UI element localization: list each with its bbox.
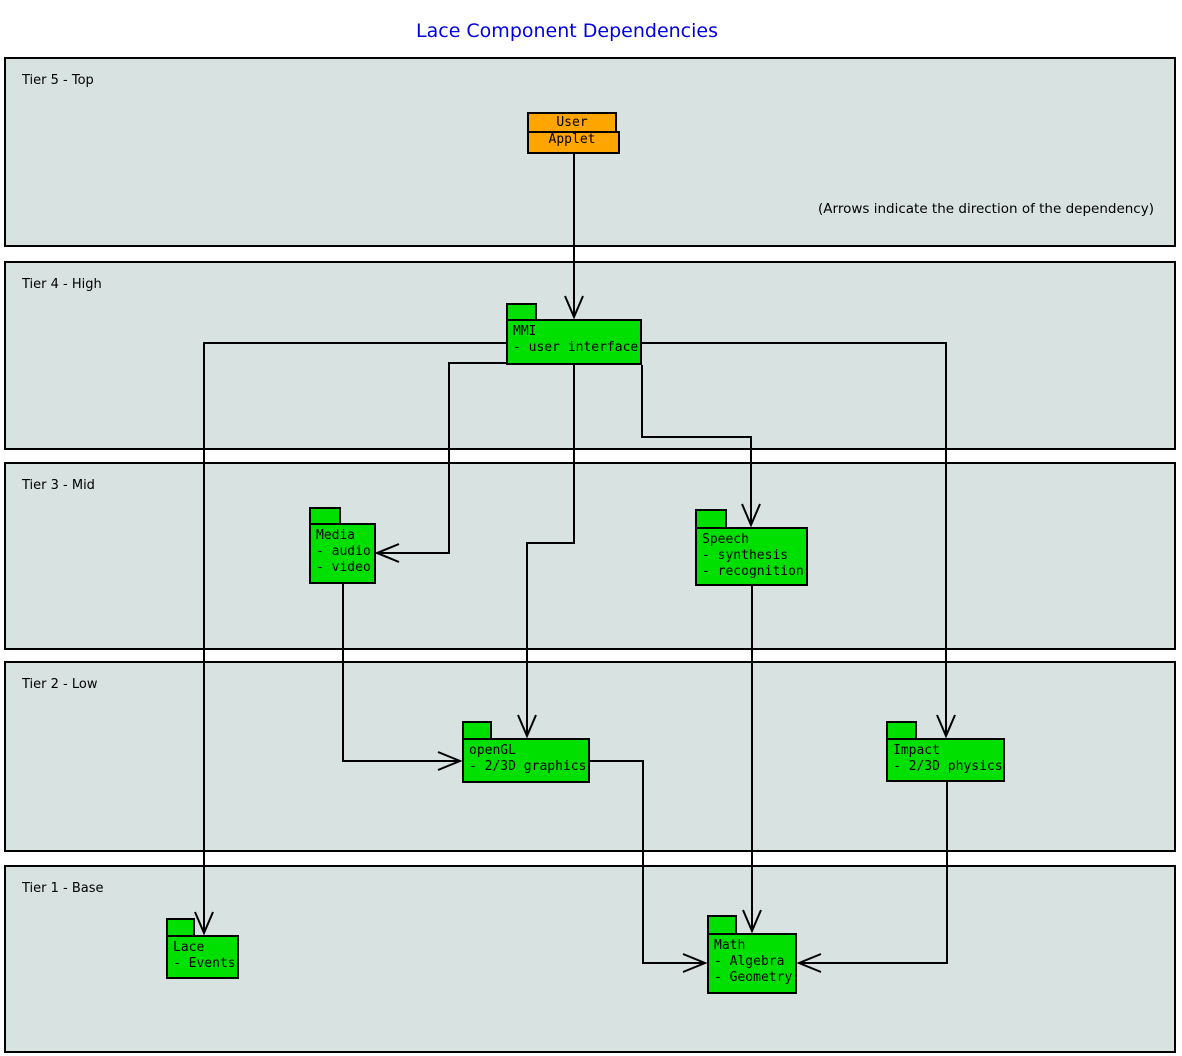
component-detail: - Algebra: [714, 954, 785, 969]
component-title: Media: [316, 528, 356, 543]
component-detail: - 2/3D physics: [893, 759, 1003, 774]
component-detail: - audio: [316, 544, 371, 559]
edge-mmi-to-speech: [641, 365, 761, 528]
tier-1-label: Tier 1 - Base: [22, 881, 104, 896]
component-detail: - Geometry: [714, 970, 793, 985]
edge-user-applet-to-mmi: [564, 154, 584, 320]
component-title: Lace: [173, 940, 205, 955]
tier-5-label: Tier 5 - Top: [22, 73, 94, 88]
component-title: MMI: [513, 324, 537, 339]
component-detail: - Events: [173, 956, 236, 971]
folder-tab: [707, 915, 737, 935]
edge-mmi-to-impact: [642, 342, 956, 739]
edge-mmi-to-opengl: [517, 365, 575, 739]
component-detail: - synthesis: [702, 548, 789, 563]
component-title: Impact: [893, 743, 940, 758]
page-title: Lace Component Dependencies: [416, 20, 718, 42]
user-applet-title: User Applet: [527, 112, 617, 147]
edge-speech-to-math: [742, 586, 762, 934]
component-title: Speech: [702, 532, 749, 547]
tier-4-label: Tier 4 - High: [22, 277, 102, 292]
component-detail: - recognition: [702, 564, 804, 579]
component-detail: - user interface: [513, 340, 639, 355]
component-detail: - video: [316, 560, 371, 575]
tier-3-label: Tier 3 - Mid: [22, 478, 95, 493]
arrow-direction-note: (Arrows indicate the direction of the de…: [818, 201, 1154, 217]
component-title: Math: [714, 938, 746, 953]
edge-mmi-to-lace: [194, 342, 506, 936]
folder-tab: [695, 509, 727, 529]
edge-impact-to-math: [796, 782, 948, 973]
edge-media-to-opengl: [342, 584, 463, 771]
edge-mmi-to-media: [374, 362, 506, 563]
edge-opengl-to-math: [590, 760, 708, 973]
tier-2-label: Tier 2 - Low: [22, 677, 98, 692]
tier-3-band: Tier 3 - Mid: [4, 462, 1176, 650]
component-detail: - 2/3D graphics: [469, 759, 587, 774]
tier-2-band: Tier 2 - Low: [4, 661, 1176, 852]
component-title: openGL: [469, 743, 516, 758]
